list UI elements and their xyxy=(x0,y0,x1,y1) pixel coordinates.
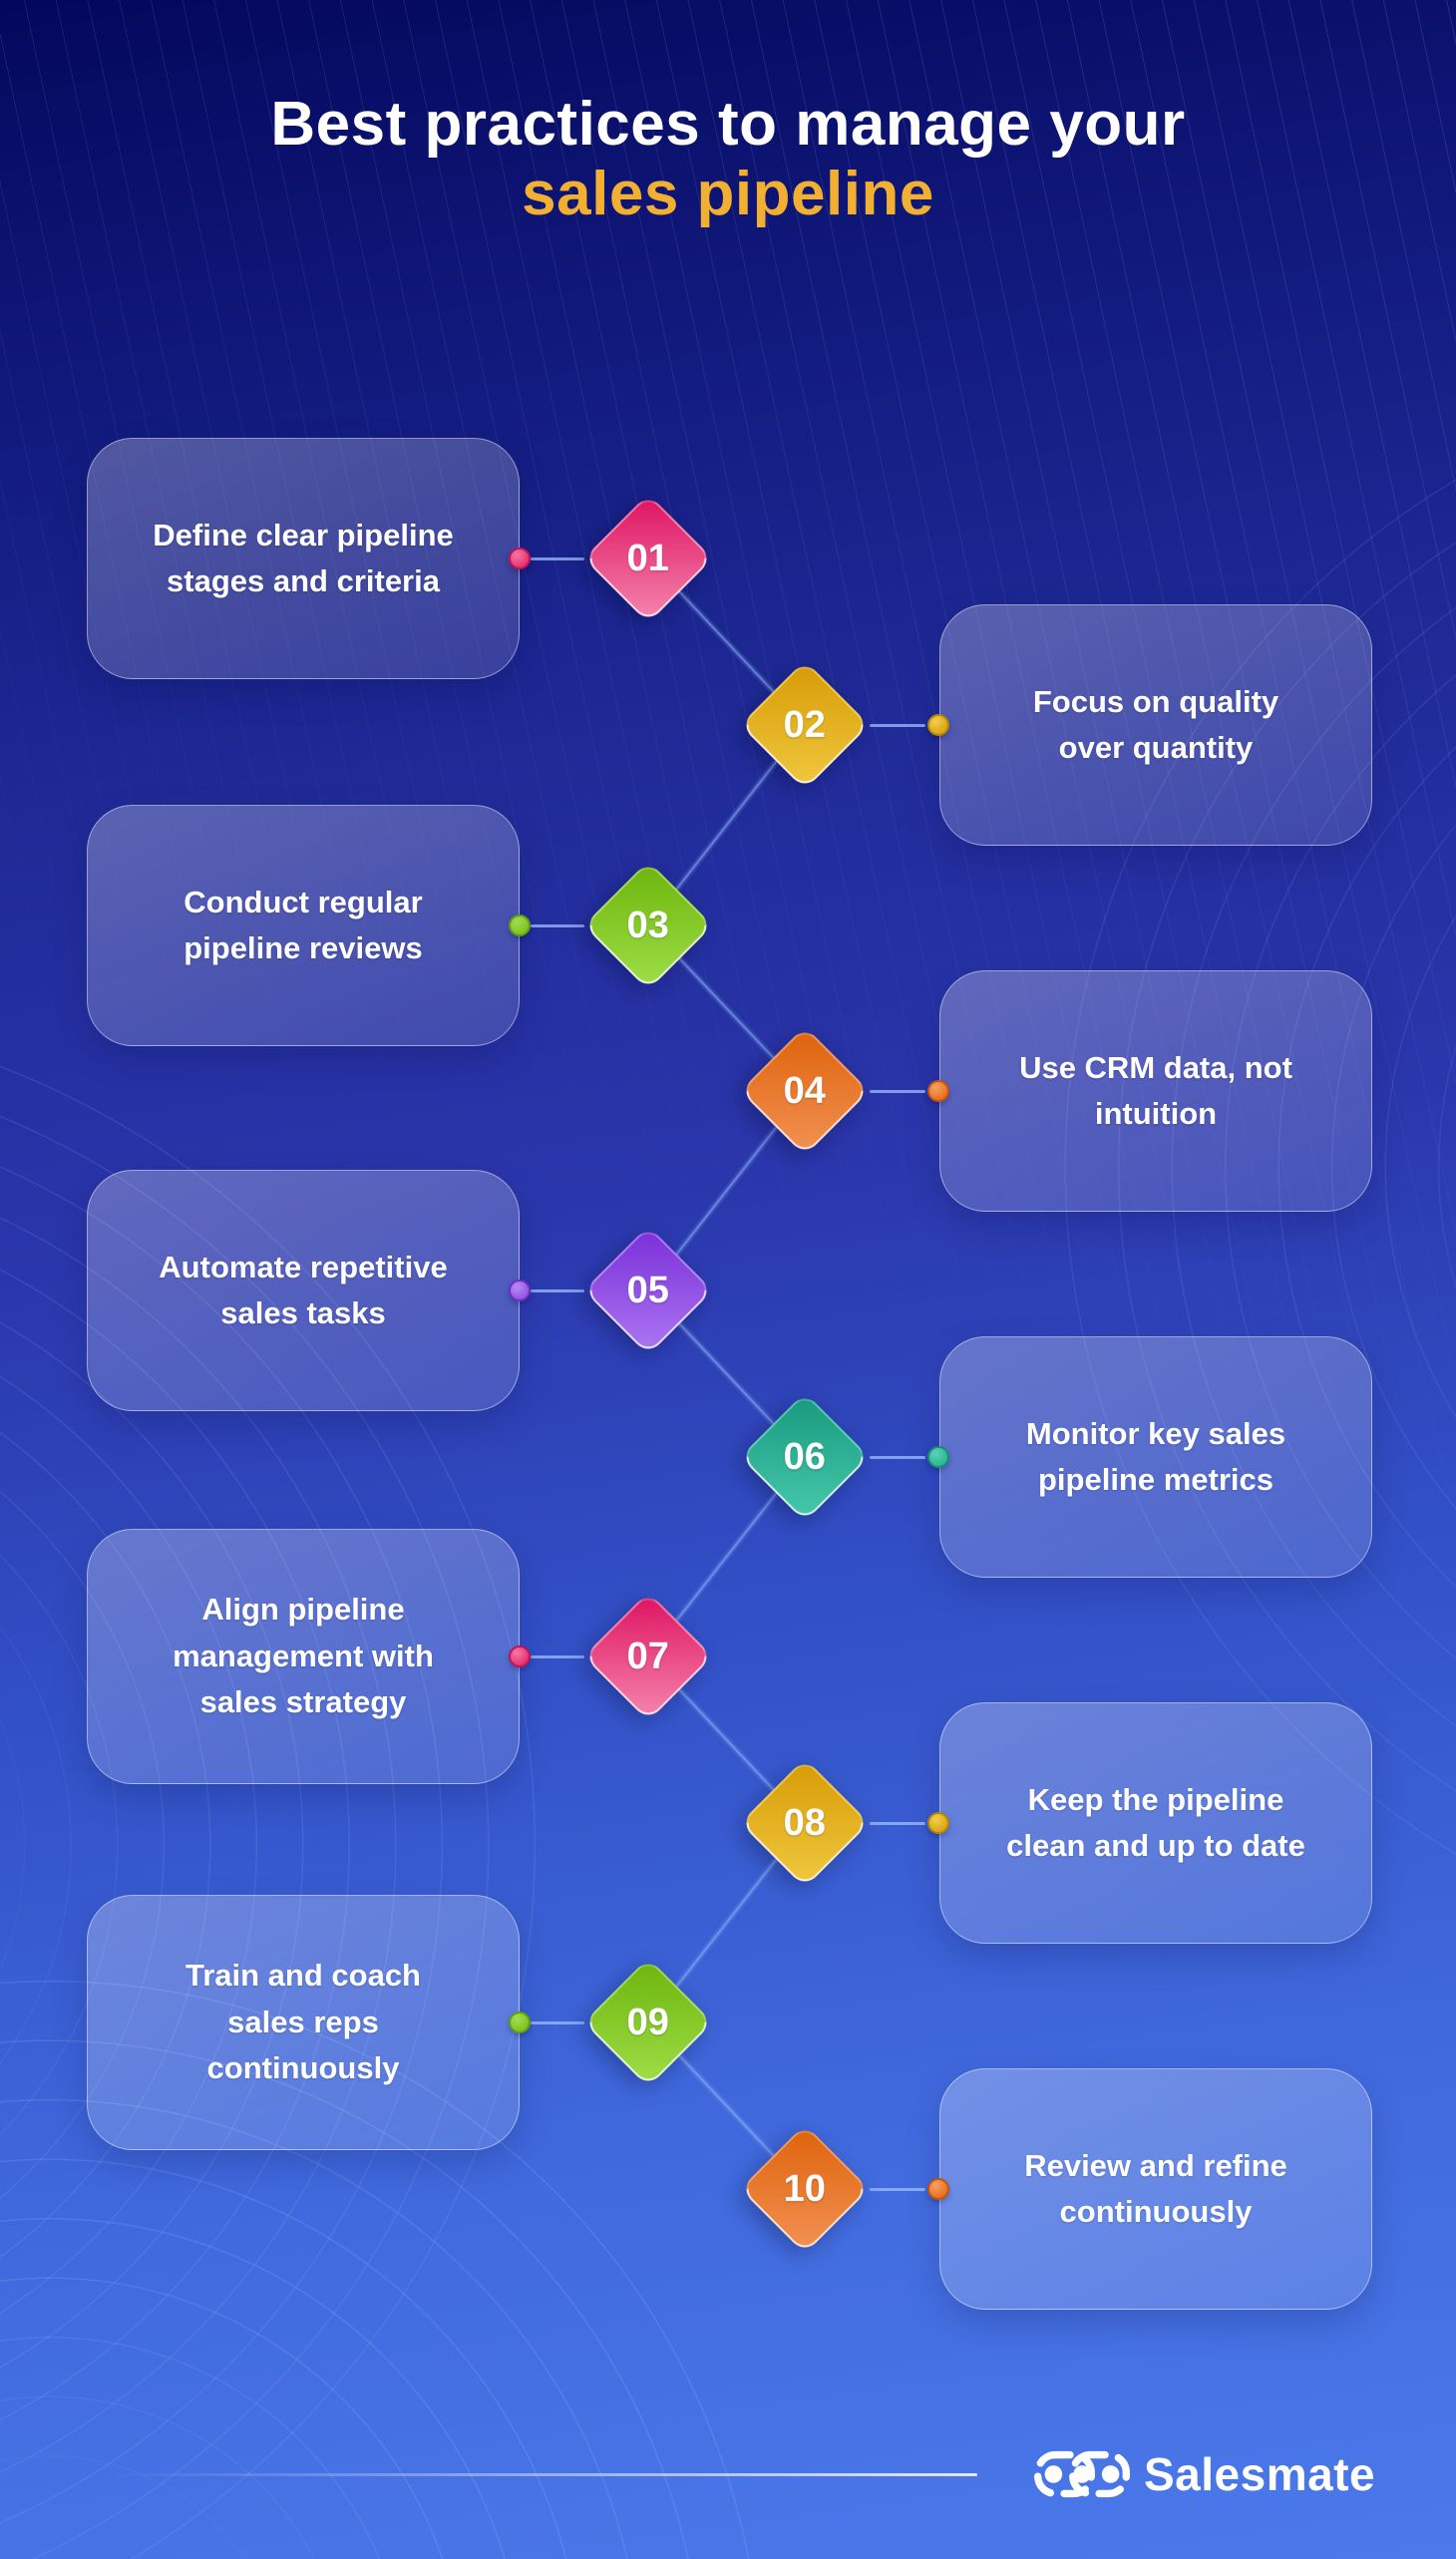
connector-line xyxy=(531,1655,584,1658)
connector-line xyxy=(870,724,925,727)
practice-card-7: Align pipeline management with sales str… xyxy=(87,1529,520,1784)
step-number: 09 xyxy=(626,2001,670,2043)
connector-dot xyxy=(927,1446,949,1468)
footer-divider-line xyxy=(112,2473,977,2476)
page-title: Best practices to manage your sales pipe… xyxy=(0,90,1456,230)
title-line-2-accent: sales pipeline xyxy=(522,160,934,229)
step-number: 06 xyxy=(783,1435,827,1478)
practice-label: Focus on quality over quantity xyxy=(1032,683,1279,766)
step-number: 03 xyxy=(626,904,670,946)
connector-line xyxy=(531,2021,584,2024)
connector-dot xyxy=(509,914,531,936)
practice-label: Keep the pipeline clean and up to date xyxy=(1006,1781,1305,1864)
salesmate-logo: Salesmate xyxy=(1034,2447,1375,2501)
practice-card-1: Define clear pipeline stages and criteri… xyxy=(87,438,520,679)
step-number: 08 xyxy=(783,1801,827,1844)
connector-line xyxy=(870,1822,925,1825)
connector-line xyxy=(870,2188,925,2191)
connector-line xyxy=(531,1289,584,1292)
connector-dot xyxy=(927,1812,949,1834)
step-number: 02 xyxy=(783,703,827,746)
practice-card-4: Use CRM data, not intuition xyxy=(939,970,1372,1212)
practice-label: Define clear pipeline stages and criteri… xyxy=(153,517,454,599)
practice-card-2: Focus on quality over quantity xyxy=(939,604,1372,846)
step-number: 04 xyxy=(783,1069,827,1112)
step-number: 10 xyxy=(783,2167,827,2210)
practice-card-8: Keep the pipeline clean and up to date xyxy=(939,1702,1372,1944)
practice-label: Train and coach sales reps continuously xyxy=(184,1958,421,2086)
connector-dot xyxy=(927,2178,949,2200)
practice-label: Automate repetitive sales tasks xyxy=(159,1249,448,1331)
step-number: 01 xyxy=(626,537,670,579)
salesmate-wordmark: Salesmate xyxy=(1144,2448,1376,2500)
connector-line xyxy=(870,1090,925,1093)
practice-label: Align pipeline management with sales str… xyxy=(173,1592,434,1720)
connector-dot xyxy=(927,714,949,736)
practice-label: Review and refine continuously xyxy=(1024,2147,1287,2230)
practice-label: Use CRM data, not intuition xyxy=(1019,1049,1292,1132)
step-number: 07 xyxy=(626,1635,670,1677)
title-line-1: Best practices to manage your xyxy=(270,89,1186,159)
practice-label: Conduct regular pipeline reviews xyxy=(183,884,423,966)
connector-line xyxy=(870,1456,925,1459)
practice-card-5: Automate repetitive sales tasks xyxy=(87,1170,520,1411)
connector-line xyxy=(531,557,584,560)
salesmate-chain-icon xyxy=(1034,2450,1130,2498)
connector-dot xyxy=(509,1645,531,1667)
connector-dot xyxy=(509,2011,531,2033)
step-number: 05 xyxy=(626,1269,670,1311)
practice-card-6: Monitor key sales pipeline metrics xyxy=(939,1336,1372,1578)
connector-dot xyxy=(927,1080,949,1102)
connector-dot xyxy=(509,1280,531,1301)
practice-label: Monitor key sales pipeline metrics xyxy=(1025,1415,1286,1498)
practice-card-3: Conduct regular pipeline reviews xyxy=(87,805,520,1046)
practice-card-9: Train and coach sales reps continuously xyxy=(87,1895,520,2150)
practice-card-10: Review and refine continuously xyxy=(939,2068,1372,2310)
connector-line xyxy=(531,924,584,927)
connector-dot xyxy=(509,548,531,569)
